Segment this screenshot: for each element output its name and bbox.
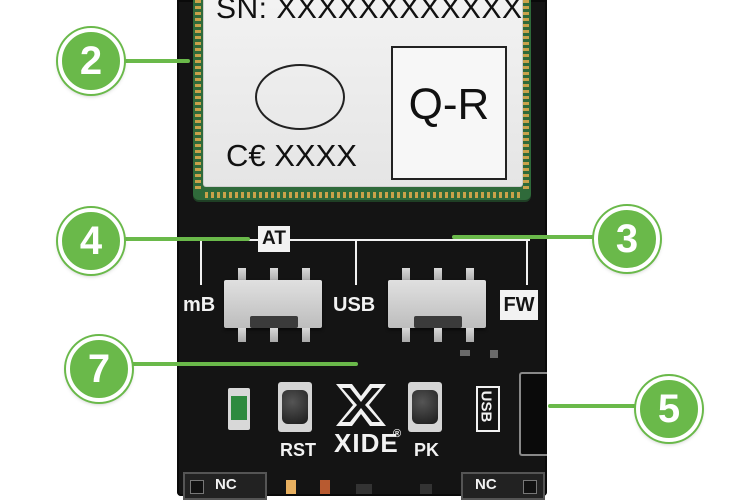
- usb-switch-label: USB: [333, 294, 376, 316]
- silk-bracket-middle: [355, 239, 357, 285]
- callout-5-line: [548, 404, 640, 408]
- switch-right-leg: [466, 328, 474, 342]
- callout-3: 3: [594, 206, 660, 272]
- switch-left-leg: [238, 268, 246, 282]
- smd-component: [460, 350, 470, 356]
- smd-component: [286, 480, 296, 494]
- switch-left-leg: [270, 268, 278, 282]
- smd-component: [320, 480, 330, 494]
- switch-left-leg: [302, 328, 310, 342]
- pk-label: PK: [414, 440, 440, 460]
- reset-button[interactable]: [282, 390, 308, 424]
- nc-label-left: NC: [215, 476, 237, 493]
- module-pads-right: [523, 0, 529, 190]
- callout-7: 7: [66, 336, 132, 402]
- at-label: AT: [258, 226, 290, 252]
- module-pads-left: [195, 0, 201, 190]
- callout-5: 5: [636, 376, 702, 442]
- module-pads-bottom: [205, 192, 521, 198]
- smd-component: [356, 484, 372, 494]
- switch-right-leg: [466, 268, 474, 282]
- callout-4-line: [118, 237, 250, 241]
- xide-logo-text: XIDE: [334, 428, 399, 458]
- switch-right-leg: [434, 328, 442, 342]
- antenna-oval-marking: [255, 64, 345, 130]
- qr-code-label: Q-R: [408, 80, 490, 129]
- nc-header-left: NC: [183, 472, 267, 500]
- silk-bracket-top: [200, 239, 530, 241]
- callout-7-line: [124, 362, 358, 366]
- callout-2-line: [118, 59, 190, 63]
- slide-switch-right-knob[interactable]: [414, 316, 462, 328]
- smd-component: [490, 350, 498, 358]
- nc-pin-right: [523, 480, 537, 494]
- switch-left-leg: [270, 328, 278, 342]
- ce-mark-label: C€ XXXX: [226, 138, 357, 173]
- xide-logo-registered: ®: [393, 428, 402, 440]
- serial-number-label: SN: XXXXXXXXXXXX: [216, 0, 523, 25]
- nc-label-right: NC: [475, 476, 497, 493]
- mb-label: mB: [183, 294, 216, 316]
- xide-logo-icon: [336, 384, 386, 426]
- fw-label: FW: [500, 290, 538, 320]
- nc-pin-left: [190, 480, 204, 494]
- switch-left-leg: [302, 268, 310, 282]
- silk-bracket-left: [200, 239, 202, 285]
- smd-component: [420, 484, 432, 494]
- usb-port-label: USB: [477, 390, 495, 423]
- callout-2: 2: [58, 28, 124, 94]
- usb-port-label-box: [476, 386, 500, 432]
- switch-right-leg: [402, 328, 410, 342]
- usb-c-connector[interactable]: [519, 372, 547, 456]
- callout-3-line: [452, 235, 598, 239]
- switch-left-leg: [238, 328, 246, 342]
- slide-switch-left-knob[interactable]: [250, 316, 298, 328]
- status-led-lens: [231, 396, 247, 420]
- pk-button[interactable]: [412, 390, 438, 424]
- status-led: [228, 388, 250, 430]
- callout-4: 4: [58, 208, 124, 274]
- silk-bracket-right: [526, 239, 528, 285]
- switch-right-leg: [402, 268, 410, 282]
- switch-right-leg: [434, 268, 442, 282]
- qr-code-box: [391, 46, 507, 180]
- rst-label: RST: [280, 440, 316, 460]
- nc-header-right: NC: [461, 472, 545, 500]
